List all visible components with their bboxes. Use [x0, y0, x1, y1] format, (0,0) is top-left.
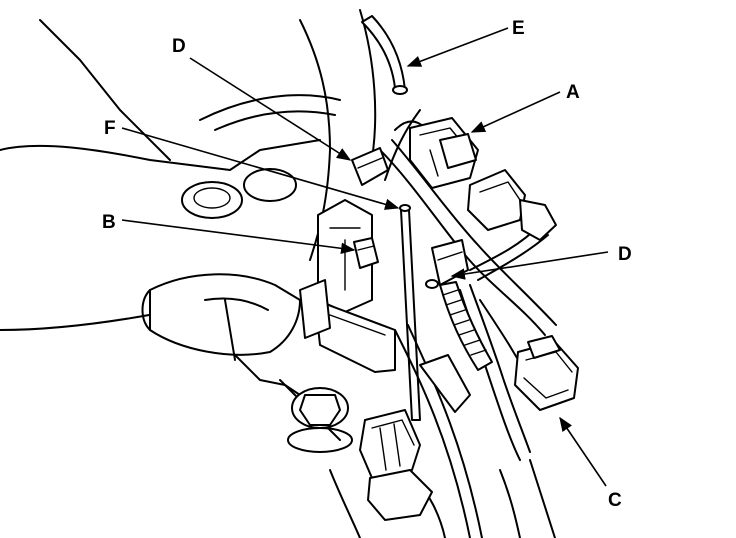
connector-upper-right — [467, 169, 557, 241]
callout-c: C — [608, 490, 622, 511]
callout-a: A — [566, 82, 580, 103]
callout-d-right: D — [618, 244, 632, 265]
leader-lines — [121, 27, 609, 487]
callout-labels: A B C D D E F — [102, 18, 632, 511]
leader-c — [559, 416, 607, 487]
leader-a — [470, 91, 561, 133]
leader-b — [121, 219, 356, 255]
callout-b: B — [102, 212, 116, 233]
bracket-b — [353, 237, 379, 269]
callout-e: E — [512, 18, 525, 39]
leader-e — [406, 27, 509, 67]
leader-d1 — [189, 57, 352, 161]
leader-d2 — [450, 251, 609, 280]
callout-d-top: D — [172, 36, 186, 57]
engine-background — [0, 9, 556, 538]
connector-c — [514, 335, 579, 411]
connector-a — [409, 117, 479, 189]
harness-clamp-d2 — [425, 239, 469, 289]
connector-lower-left — [359, 409, 433, 521]
leader-f — [121, 127, 400, 210]
callout-f: F — [104, 118, 116, 139]
harness-clamp-d1 — [351, 147, 389, 186]
